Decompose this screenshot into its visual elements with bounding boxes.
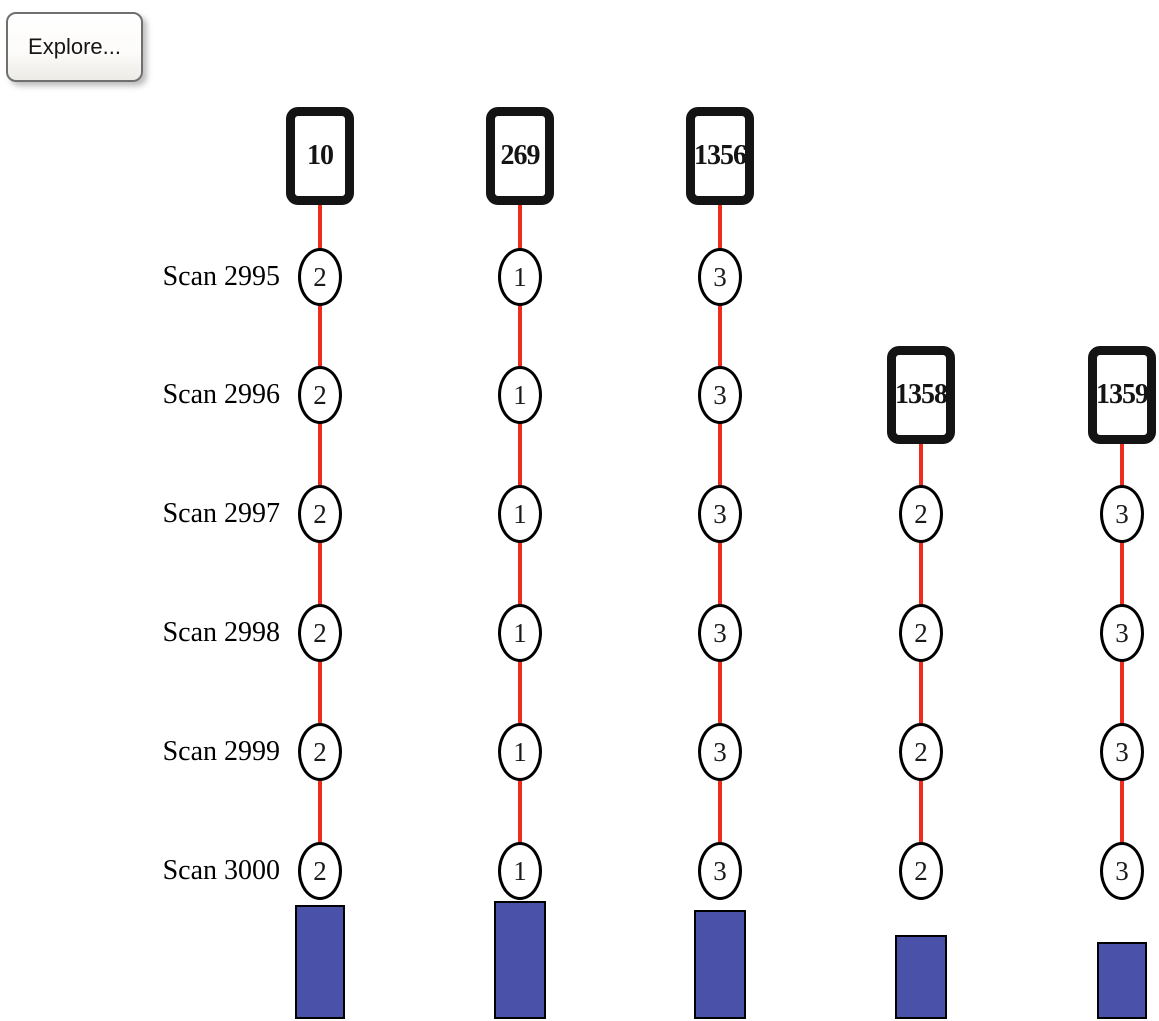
scan-row-label: Scan 2997 <box>162 498 280 529</box>
intensity-bar <box>694 910 746 1019</box>
feature-id-box[interactable]: 1359 <box>1088 346 1156 444</box>
charge-state-node[interactable]: 3 <box>1100 842 1144 900</box>
charge-state-node[interactable]: 1 <box>498 842 542 900</box>
scan-row-label: Scan 3000 <box>162 855 280 886</box>
charge-state-node[interactable]: 3 <box>1100 604 1144 662</box>
charge-state-node[interactable]: 3 <box>698 485 742 543</box>
charge-state-node[interactable]: 2 <box>899 723 943 781</box>
charge-state-node[interactable]: 3 <box>1100 723 1144 781</box>
explore-button[interactable]: Explore... <box>6 12 143 82</box>
charge-state-node[interactable]: 2 <box>899 485 943 543</box>
scan-row-label: Scan 2995 <box>162 261 280 292</box>
feature-id-box[interactable]: 10 <box>286 107 354 205</box>
charge-state-node[interactable]: 1 <box>498 604 542 662</box>
intensity-bar <box>895 935 947 1019</box>
charge-state-node[interactable]: 2 <box>298 366 342 424</box>
charge-state-node[interactable]: 1 <box>498 248 542 306</box>
charge-state-node[interactable]: 3 <box>698 604 742 662</box>
charge-state-node[interactable]: 2 <box>899 604 943 662</box>
charge-state-node[interactable]: 1 <box>498 485 542 543</box>
charge-state-node[interactable]: 2 <box>298 485 342 543</box>
intensity-bar <box>295 905 345 1019</box>
charge-state-node[interactable]: 2 <box>298 604 342 662</box>
charge-state-node[interactable]: 2 <box>899 842 943 900</box>
intensity-bar <box>1097 942 1147 1019</box>
intensity-bar <box>494 901 546 1019</box>
charge-state-node[interactable]: 1 <box>498 723 542 781</box>
charge-state-node[interactable]: 3 <box>698 366 742 424</box>
feature-id-box[interactable]: 1356 <box>686 107 754 205</box>
scan-row-label: Scan 2999 <box>162 736 280 767</box>
charge-state-node[interactable]: 1 <box>498 366 542 424</box>
charge-state-node[interactable]: 3 <box>698 248 742 306</box>
scan-row-label: Scan 2998 <box>162 617 280 648</box>
charge-state-node[interactable]: 3 <box>698 723 742 781</box>
charge-state-node[interactable]: 2 <box>298 248 342 306</box>
charge-state-node[interactable]: 3 <box>1100 485 1144 543</box>
scan-row-label: Scan 2996 <box>162 379 280 410</box>
feature-id-box[interactable]: 1358 <box>887 346 955 444</box>
charge-state-node[interactable]: 2 <box>298 723 342 781</box>
charge-state-node[interactable]: 2 <box>298 842 342 900</box>
feature-id-box[interactable]: 269 <box>486 107 554 205</box>
charge-state-node[interactable]: 3 <box>698 842 742 900</box>
